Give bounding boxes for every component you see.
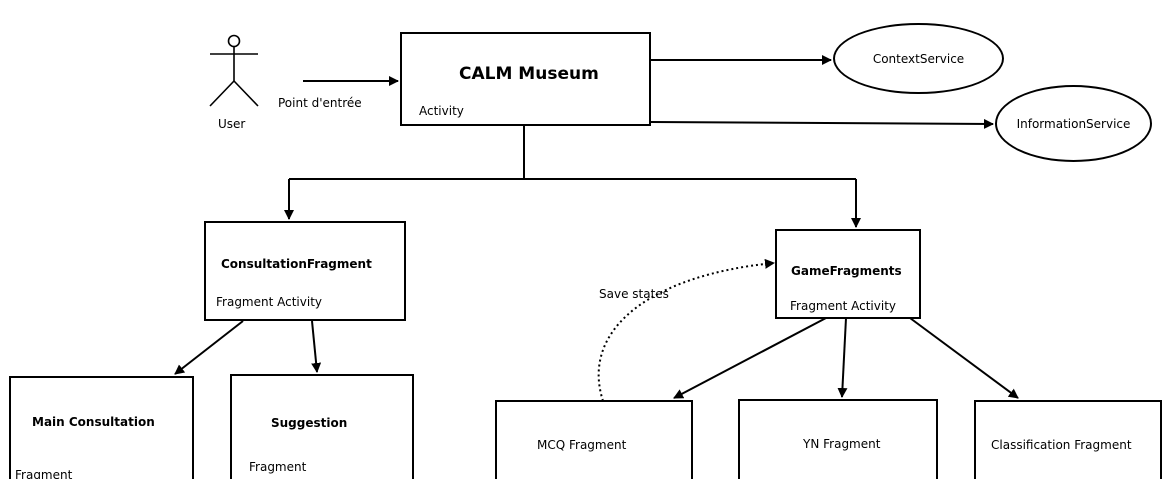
user-actor [205, 34, 261, 114]
entry-point-label: Point d'entrée [278, 96, 362, 110]
user-label: User [218, 117, 246, 131]
yn-arrow [837, 317, 848, 398]
calm-museum-stereotype: Activity [419, 104, 464, 118]
information-service-arrow [650, 118, 994, 129]
main-consultation-fragment-box[interactable]: Main Consultation Fragment [9, 376, 194, 479]
calm-museum-title: CALM Museum [459, 64, 599, 84]
main-consultation-stereotype: Fragment [15, 468, 73, 479]
consultation-fragment-title: ConsultationFragment [221, 257, 372, 271]
classification-arrow [909, 317, 1019, 399]
mcq-arrow [673, 317, 827, 399]
information-service-ellipse[interactable]: InformationService [995, 85, 1152, 162]
game-fragments-stereotype: Fragment Activity [790, 299, 897, 313]
main-consultation-arrow [174, 320, 244, 375]
consultation-fragment-stereotype: Fragment Activity [216, 295, 323, 309]
save-states-label: Save states [599, 287, 669, 301]
context-service-label: ContextService [872, 51, 965, 66]
mcq-fragment-box[interactable]: MCQ Fragment [495, 400, 693, 479]
classification-fragment-box[interactable]: Classification Fragment [974, 400, 1162, 479]
suggestion-stereotype: Fragment [249, 460, 307, 474]
main-consultation-title: Main Consultation [32, 415, 155, 429]
save-states-arrow [597, 258, 775, 402]
yn-fragment-box[interactable]: YN Fragment [738, 399, 938, 479]
game-fragments-box[interactable]: GameFragments Fragment Activity [775, 229, 921, 319]
context-service-ellipse[interactable]: ContextService [833, 23, 1004, 94]
calm-museum-activity-box[interactable]: CALM Museum Activity [400, 32, 651, 126]
stick-figure-icon [209, 34, 259, 107]
game-fragments-title: GameFragments [791, 264, 902, 278]
suggestion-title: Suggestion [271, 416, 348, 430]
information-service-label: InformationService [1016, 116, 1131, 131]
classification-fragment-label: Classification Fragment [991, 438, 1132, 452]
suggestion-arrow [311, 320, 322, 373]
suggestion-fragment-box[interactable]: Suggestion Fragment [230, 374, 414, 479]
consultation-fragment-box[interactable]: ConsultationFragment Fragment Activity [204, 221, 406, 321]
mcq-fragment-label: MCQ Fragment [537, 438, 627, 452]
yn-fragment-label: YN Fragment [803, 437, 881, 451]
